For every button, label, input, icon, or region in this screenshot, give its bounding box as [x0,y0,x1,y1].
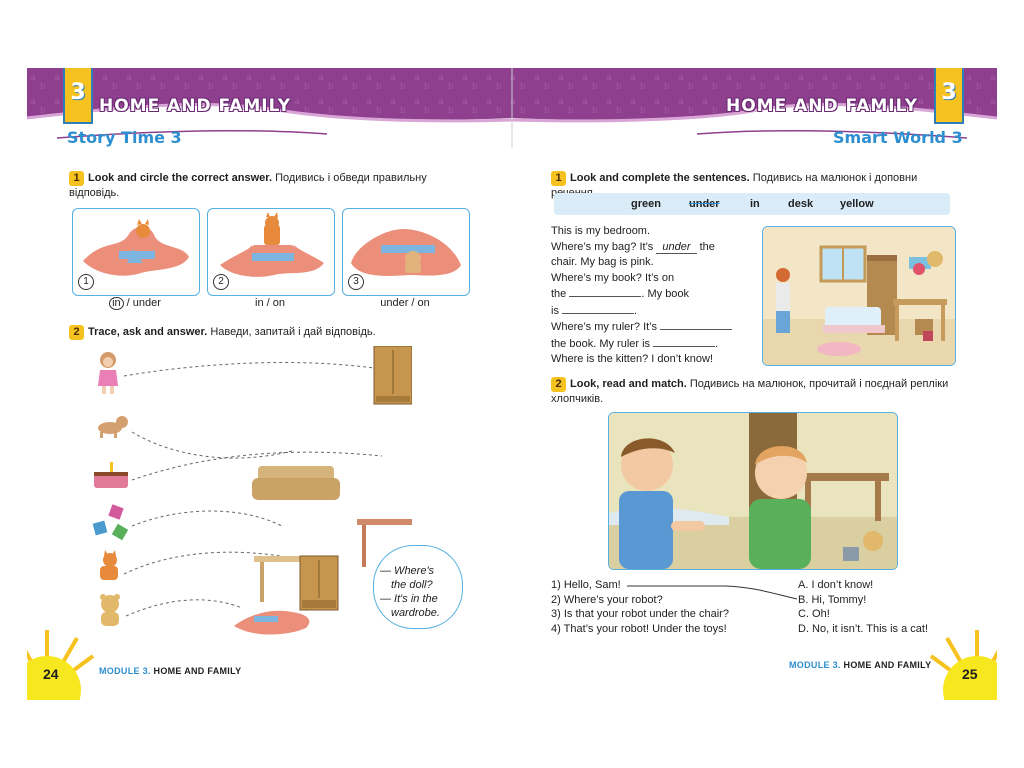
answer-options-3[interactable]: under / on [380,297,430,309]
match-answer[interactable]: B. Hi, Tommy! [798,593,867,606]
match-questions: 1) Hello, Sam! 2) Where’s your robot? 3)… [551,578,771,636]
hat-cat-in-illustration [83,219,189,276]
match-answer[interactable]: C. Oh! [798,608,830,620]
banner-title-left: HOME AND FAMILY [99,96,292,116]
instruction-en: Look and circle the correct answer. [88,172,273,184]
fill-in-text: This is my bedroom. Where’s my bag? It’s… [551,224,761,368]
match-connector-line [627,585,798,600]
word-bank-item: green [631,198,661,210]
kitten-icon [100,550,118,580]
answer-options-2[interactable]: in / on [255,297,285,309]
module-number-badge-right: 3 [934,68,964,124]
wardrobe-icon [330,618,331,619]
match-question[interactable]: 2) Where’s your robot? [551,593,663,606]
right-exercise-2-instruction: 2 Look, read and match. Подивись на малюн… [551,377,961,407]
exercise-number-badge: 2 [551,377,566,392]
match-question[interactable]: 4) That’s your robot! Under the toys! [551,622,727,635]
match-answers: A. I don’t know! B. Hi, Tommy! C. Oh! D.… [798,578,958,636]
bedroom-illustration [762,226,956,366]
blank-field[interactable] [562,303,635,314]
cake-icon [94,462,128,488]
instruction-en: Trace, ask and answer. [88,326,208,338]
dog-icon [98,416,128,438]
word-bank-item: in [750,198,760,210]
book-spread: a b 3 HOME AND FAMILY Story Time 3 3 HOM… [27,68,997,700]
speech-bubble: — Where's the doll? — It's in the wardro… [373,545,463,629]
page-number-left: 24 [43,666,59,682]
picture-card-1: 1 [72,208,200,296]
hat-cat-under-illustration [351,229,461,276]
hat-icon [234,610,310,635]
subtitle-left: Story Time 3 [67,128,182,147]
card-number: 2 [213,274,229,290]
table-icon [357,519,412,567]
sun-decoration-right [929,630,997,700]
match-answer[interactable]: A. I don’t know! [798,579,874,591]
filled-blank[interactable]: under [656,240,697,254]
instruction-ua: Подивись і обведи правильну відповідь. [69,172,427,199]
left-exercise-2-instruction: 2 Trace, ask and answer. Наведи, запитай … [69,325,449,340]
card-number: 1 [78,274,94,290]
header-banner: a b [27,68,997,148]
word-bank: green under in desk yellow [554,193,950,215]
exercise-number-badge: 1 [69,171,84,186]
match-question[interactable]: 3) Is that your robot under the chair? [551,608,729,620]
blank-field[interactable] [653,336,716,347]
subtitle-right: Smart World 3 [833,128,963,147]
wardrobe-icon [373,346,412,405]
match-question[interactable]: 1) Hello, Sam! [551,579,621,591]
blank-field[interactable] [569,286,642,297]
module-number-badge-left: 3 [63,68,93,124]
sun-decoration-left [27,630,95,700]
blank-field[interactable] [660,319,733,330]
wardrobe-icon [299,555,339,611]
match-answer[interactable]: D. No, it isn’t. This is a cat! [798,622,929,635]
card-number: 3 [348,274,364,290]
banner-title-right: HOME AND FAMILY [726,96,919,116]
footer-left: MODULE 3. HOME AND FAMILY [99,666,242,676]
instruction-ua: Подивись на малюнок, прочитай і поєднай … [551,378,949,405]
sofa-icon [252,466,340,500]
word-bank-item: desk [788,198,814,210]
teddy-bear-icon [100,594,120,626]
page-number-right: 25 [962,666,978,682]
instruction-en: Look and complete the sentences. [570,172,750,184]
exercise-number-badge: 2 [69,325,84,340]
left-exercise-1-instruction: 1 Look and circle the correct answer. Под… [69,171,449,201]
hat-cat-on-illustration [220,212,324,277]
puzzle-pieces-icon [92,504,129,541]
exercise-number-badge: 1 [551,171,566,186]
word-bank-item-used: under [689,198,720,210]
trace-matching-illustration [92,346,412,635]
two-boys-illustration [608,412,898,570]
answer-rest[interactable]: / under [123,297,161,309]
doll-icon [98,352,118,394]
answer-options-1: in / under [72,297,198,310]
footer-right: MODULE 3. HOME AND FAMILY [789,660,932,670]
picture-card-3: 3 [342,208,470,296]
circled-answer[interactable]: in [109,297,124,310]
word-bank-item: yellow [840,198,874,210]
picture-card-2: 2 [207,208,335,296]
instruction-ua: Наведи, запитай і дай відповідь. [210,326,376,338]
instruction-en: Look, read and match. [570,378,687,390]
bubble-text: — Where's the doll? — It's in the wardro… [380,565,440,619]
